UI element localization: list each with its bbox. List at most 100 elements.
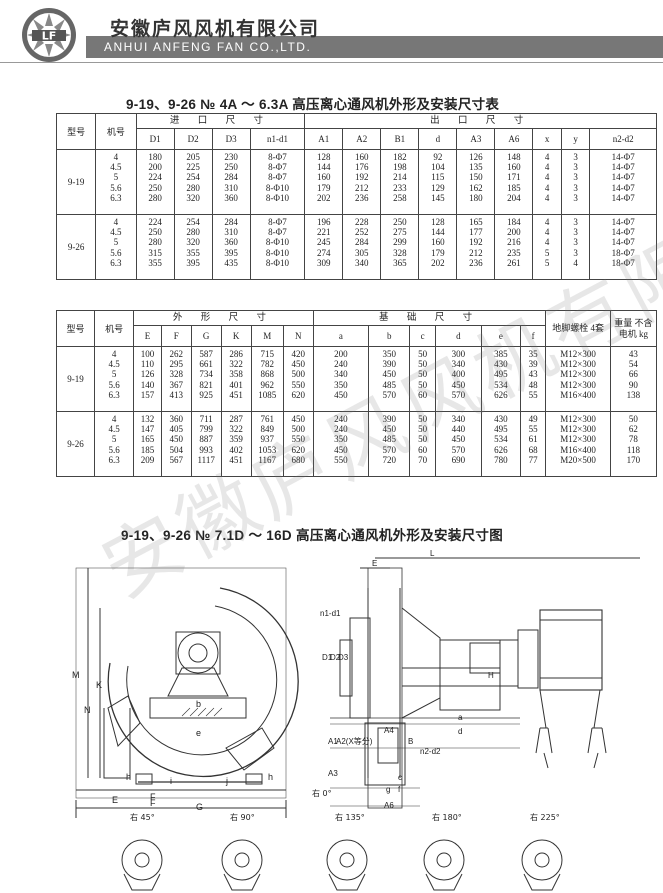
cell-value: 50 (418, 434, 428, 445)
header-band (86, 36, 663, 58)
page-header: LF 安徽庐风风机有限公司 ANHUI ANFENG FAN CO.,LTD. (0, 0, 663, 70)
cell-value: 235 (507, 247, 521, 258)
col-outlet: A6 (494, 128, 534, 150)
col-inlet: D1 (135, 128, 175, 150)
cell-value: 221 (317, 227, 331, 238)
cell-value: 261 (507, 257, 521, 268)
cell-value: 162 (469, 182, 483, 193)
cell-value: 14-Φ7 (611, 152, 635, 162)
cell-value: 1167 (258, 454, 277, 465)
cell-value: 887 (199, 434, 213, 445)
cell-value: 440 (451, 424, 466, 435)
cell-value: 620 (291, 444, 306, 455)
cell-value: 14-Φ7 (611, 227, 635, 238)
cell-value: 60 (418, 444, 428, 455)
cell-value: 250 (224, 162, 238, 173)
cell-value: 250 (393, 217, 407, 227)
cell-value: 90 (628, 379, 638, 390)
rotation-icon-hub (134, 852, 150, 868)
model-cell: 9-19 (56, 346, 95, 412)
front-dim-label: E (112, 795, 118, 805)
cell-value: 358 (229, 369, 243, 380)
company-logo: LF (18, 6, 80, 64)
cell-value: 570 (451, 389, 466, 400)
col-model: 型号 (56, 310, 95, 347)
cell-value: 3 (573, 172, 578, 183)
cell-value: 182 (393, 152, 407, 162)
cell-value: M20×500 (560, 454, 596, 465)
col-outlet: A3 (456, 128, 496, 150)
cell-value: 567 (169, 454, 183, 465)
cell-value: 4 (544, 162, 550, 173)
cell-value: M12×300 (560, 434, 596, 445)
col-outlet: B1 (380, 128, 420, 150)
cell-value: 3 (573, 217, 578, 227)
side-dim-label: D3 (338, 653, 349, 662)
cell-value: M16×400 (560, 389, 596, 400)
col-shape: K (220, 325, 252, 347)
cell-value: 50 (418, 349, 428, 359)
cell-value: 310 (224, 227, 238, 238)
cell-value: 450 (291, 414, 306, 424)
group-base: 基 础 尺 寸 (312, 310, 547, 326)
cell-value: 390 (382, 414, 396, 424)
company-name-en: ANHUI ANFENG FAN CO.,LTD. (104, 40, 312, 54)
cell-value: 148 (507, 152, 521, 162)
cell-value: 286 (229, 349, 243, 359)
cell-value: 216 (507, 237, 521, 248)
header-rule (0, 62, 663, 63)
cell-value: M16×400 (560, 444, 596, 455)
cell-value: 570 (382, 444, 396, 455)
cell-value: 413 (169, 389, 183, 400)
cell-value: 8-Φ10 (265, 182, 289, 193)
cell-value: 14-Φ7 (611, 172, 635, 183)
cell-value: 160 (355, 152, 369, 162)
front-dim-label: b (196, 699, 201, 709)
cell-value: 68 (528, 444, 538, 455)
cell-value: 799 (199, 424, 213, 435)
cell-value: 3 (573, 247, 578, 258)
cell-value: 240 (334, 424, 348, 435)
cell-value: 43 (528, 369, 538, 380)
cell-value: 4 (111, 349, 117, 359)
cell-value: 495 (494, 369, 508, 380)
col-shape: N (282, 325, 314, 347)
side-dim-label: n1-d1 (320, 609, 341, 618)
cell-value: 110 (140, 359, 155, 370)
cell-value: 350 (382, 349, 396, 359)
cell-value: 761 (260, 414, 274, 424)
rotation-icon (423, 839, 465, 881)
cell-value: 534 (494, 379, 508, 390)
model-cell: 9-19 (55, 149, 97, 215)
cell-value: 100 (140, 349, 155, 359)
cell-value: 435 (224, 257, 238, 268)
model-cell: 9-26 (55, 214, 97, 280)
rotation-icon-base (123, 873, 161, 891)
side-dim-label: n2-d2 (420, 747, 441, 756)
cell-value: 450 (169, 434, 183, 445)
cell-value: 504 (169, 444, 183, 455)
cell-value: 50 (418, 359, 428, 370)
side-dim-label: a (458, 713, 463, 722)
col-outlet: d (418, 128, 458, 150)
cell-value: 300 (451, 349, 466, 359)
col-no: 机号 (93, 310, 135, 347)
cell-value: 275 (393, 227, 407, 238)
